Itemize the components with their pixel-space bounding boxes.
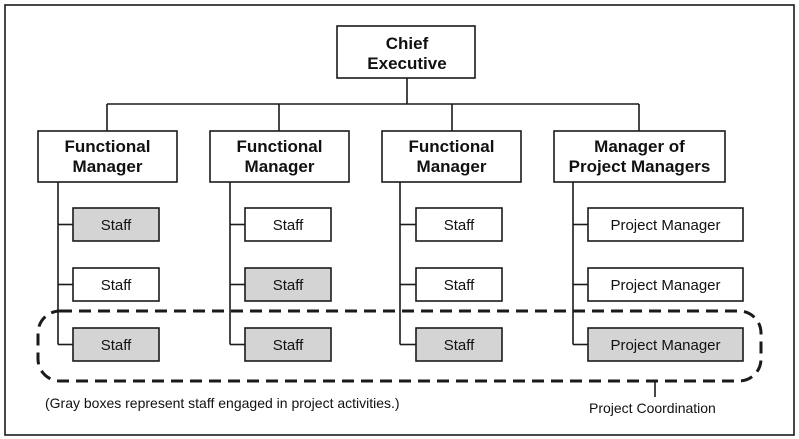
staff-rect-4-1 [587, 207, 744, 242]
staff-box-3-1: Staff [415, 207, 503, 242]
staff-rect-1-2 [72, 267, 160, 302]
staff-box-1-3: Staff [72, 327, 160, 362]
manager-line1-2: Functional [237, 137, 323, 156]
project-manager-box-4-1: Project Manager [587, 207, 744, 242]
staff-label-2-1: Staff [273, 217, 304, 234]
staff-label-3-2: Staff [444, 277, 475, 294]
project-coordination-label: Project Coordination [589, 400, 716, 416]
staff-rect-1-3 [72, 327, 160, 362]
manager-rect-1 [37, 130, 178, 183]
staff-box-1-2: Staff [72, 267, 160, 302]
staff-label-4-2: Project Manager [610, 277, 720, 294]
chief-executive-line2: Executive [367, 54, 446, 73]
manager-line2-3: Manager [417, 157, 487, 176]
staff-rect-3-3 [415, 327, 503, 362]
staff-label-4-3: Project Manager [610, 337, 720, 354]
staff-rect-2-1 [244, 207, 332, 242]
staff-box-3-3: Staff [415, 327, 503, 362]
manager-line1-4: Manager of [594, 137, 685, 156]
staff-rect-3-2 [415, 267, 503, 302]
staff-label-2-3: Staff [273, 337, 304, 354]
staff-label-2-2: Staff [273, 277, 304, 294]
staff-label-1-2: Staff [101, 277, 132, 294]
staff-label-4-1: Project Manager [610, 217, 720, 234]
staff-rect-2-2 [244, 267, 332, 302]
staff-label-3-3: Staff [444, 337, 475, 354]
staff-rect-1-1 [72, 207, 160, 242]
manager-line2-2: Manager [245, 157, 315, 176]
manager-rect-3 [381, 130, 522, 183]
staff-label-1-1: Staff [101, 217, 132, 234]
project-manager-box-4-3: Project Manager [587, 327, 744, 362]
staff-rect-2-3 [244, 327, 332, 362]
manager-rect-2 [209, 130, 350, 183]
manager-rect-4 [553, 130, 726, 183]
staff-box-2-3: Staff [244, 327, 332, 362]
staff-rect-4-3 [587, 327, 744, 362]
manager-line2-4: Project Managers [569, 157, 711, 176]
staff-rect-4-2 [587, 267, 744, 302]
staff-label-1-3: Staff [101, 337, 132, 354]
outer-frame [4, 4, 795, 436]
staff-box-2-2: Staff [244, 267, 332, 302]
staff-box-1-1: Staff [72, 207, 160, 242]
legend-note: (Gray boxes represent staff engaged in p… [45, 395, 400, 411]
project-coordination-boundary [36, 309, 763, 383]
manager-line1-1: Functional [65, 137, 151, 156]
staff-label-3-1: Staff [444, 217, 475, 234]
staff-layer: StaffStaffStaffStaffStaffStaffStaffStaff… [57, 182, 744, 362]
staff-rect-3-1 [415, 207, 503, 242]
chief-executive-rect [336, 25, 476, 79]
manager-line2-1: Manager [73, 157, 143, 176]
chief-executive-line1: Chief [386, 34, 429, 53]
staff-box-2-1: Staff [244, 207, 332, 242]
staff-box-3-2: Staff [415, 267, 503, 302]
chief-executive-box: Chief Executive [336, 25, 476, 79]
project-manager-box-4-2: Project Manager [587, 267, 744, 302]
managers-layer: FunctionalManagerFunctionalManagerFuncti… [37, 130, 726, 183]
manager-line1-3: Functional [409, 137, 495, 156]
